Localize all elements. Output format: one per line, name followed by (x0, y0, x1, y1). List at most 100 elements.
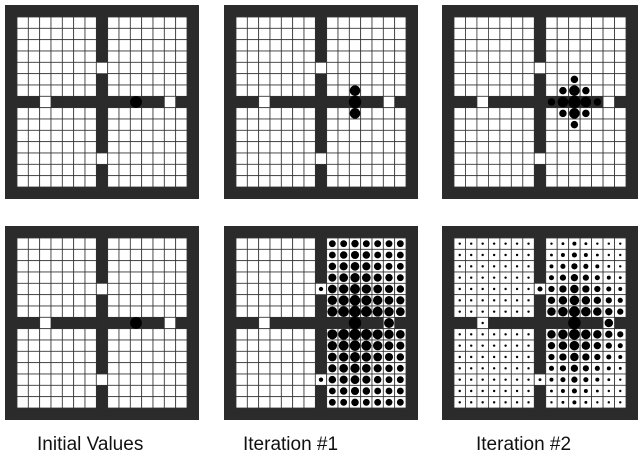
value-dot (349, 340, 361, 351)
value-dot (340, 398, 348, 406)
grid-cell (141, 129, 154, 143)
value-dot (606, 275, 611, 280)
grid-cell (614, 141, 627, 154)
grid-cell (568, 39, 581, 52)
value-dot (395, 329, 405, 339)
grid-cell (499, 152, 512, 165)
grid-cell (360, 16, 373, 29)
grid-cell (27, 50, 41, 63)
wall-cell (488, 96, 500, 108)
grid-cell (84, 271, 97, 284)
value-dot (593, 341, 602, 350)
grid-cell (163, 282, 177, 296)
wall-cell (511, 317, 523, 329)
grid-cell (246, 16, 260, 29)
wall-cell (153, 317, 165, 329)
grid-cell (84, 50, 97, 63)
value-dot (396, 353, 405, 361)
grid-cell (292, 129, 305, 143)
value-dot (328, 387, 336, 395)
grid-cell (175, 61, 188, 75)
grid-cell (163, 384, 177, 398)
wall-cell (107, 317, 119, 329)
value-dot (384, 341, 394, 351)
value-dot (571, 388, 577, 394)
value-dot (504, 287, 507, 291)
grid-cell (382, 152, 396, 165)
grid-cell (476, 152, 489, 165)
value-dot (362, 375, 371, 384)
grid-cell (510, 152, 524, 165)
grid-cell (141, 175, 154, 188)
grid-cell (84, 73, 97, 86)
grid-cell (269, 396, 282, 409)
wall-cell (372, 96, 384, 108)
grid-cell (258, 16, 271, 29)
grid-cell (371, 118, 384, 131)
grid-cell (175, 50, 188, 63)
grid-cell (280, 152, 294, 165)
grid-cell (602, 84, 615, 97)
grid-cell (568, 16, 581, 29)
grid-cell (235, 339, 248, 352)
wall-cell (119, 317, 131, 329)
grid-cell (303, 84, 316, 97)
value-dot (362, 240, 370, 248)
grid-cell (235, 260, 248, 273)
grid-cell (50, 118, 63, 131)
grid-cell (533, 61, 547, 75)
grid-cell (50, 396, 63, 409)
value-dot (327, 352, 337, 362)
grid-cell (235, 362, 248, 375)
value-dot (560, 253, 565, 257)
value-dot (619, 242, 622, 245)
wall-cell (247, 96, 259, 108)
grid-cell (84, 84, 97, 97)
grid-cell (61, 339, 75, 352)
grid-cell (292, 39, 305, 52)
grid-cell (246, 305, 260, 318)
value-dot (396, 274, 404, 282)
gridworld-panel-bottom-iteration-1 (224, 226, 418, 420)
grid-cell (269, 282, 282, 296)
grid-cell (84, 163, 97, 177)
value-dot (515, 344, 519, 347)
value-dot (492, 389, 496, 393)
grid-cell (73, 175, 86, 188)
grid-cell (591, 107, 604, 120)
grid-cell (175, 305, 188, 318)
grid-cell (118, 50, 131, 63)
value-dot (548, 365, 555, 371)
value-dot (583, 253, 588, 257)
value-dot (504, 299, 507, 302)
wall-cell (534, 260, 546, 272)
value-dot (385, 262, 393, 270)
grid-cell (84, 16, 97, 29)
grid-cell (141, 152, 154, 165)
grid-cell (258, 294, 271, 307)
grid-cell (499, 84, 512, 97)
grid-cell (129, 305, 143, 318)
value-dot (373, 375, 382, 384)
grid-cell (303, 175, 316, 188)
wall-cell (175, 317, 187, 329)
grid-cell (371, 141, 384, 154)
grid-cell (292, 16, 305, 29)
grid-cell (50, 373, 63, 386)
value-dot (607, 401, 610, 404)
grid-cell (382, 50, 396, 63)
grid-cell (280, 237, 294, 250)
value-dot (458, 389, 461, 393)
value-dot (328, 273, 337, 282)
value-dot (481, 378, 484, 381)
grid-cell (16, 129, 29, 143)
value-dot (372, 329, 383, 340)
value-dot (348, 316, 362, 330)
value-dot (318, 377, 324, 382)
grid-cell (303, 248, 316, 262)
value-dot (130, 317, 142, 329)
grid-cell (510, 163, 524, 177)
grid-cell (61, 129, 75, 143)
grid-cell (84, 396, 97, 409)
grid-cell (107, 129, 120, 143)
